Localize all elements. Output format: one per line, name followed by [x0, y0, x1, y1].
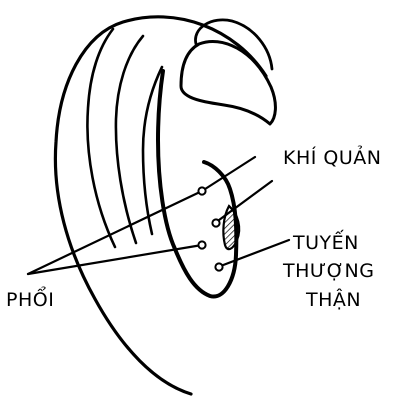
second-inner-line — [116, 36, 143, 243]
ear-outline-group — [55, 17, 275, 394]
acupoint-tuyen-thuong-than — [215, 263, 222, 270]
label-phoi: PHỔI — [6, 285, 54, 311]
pointer-khi-quan-lower — [215, 181, 272, 223]
acupoint-phoi-lower — [198, 241, 205, 248]
inner-helix-line — [87, 29, 115, 247]
label-khi-quan: KHÍ QUẢN — [283, 144, 381, 169]
pointer-phoi-upper — [28, 191, 202, 274]
acupoint-khi-quan — [212, 219, 219, 226]
acupoint-phoi-upper — [198, 187, 205, 194]
pointer-phoi-lower — [28, 245, 202, 274]
label-than: THẬN — [305, 288, 361, 311]
acupoints — [198, 187, 222, 270]
label-tuyen: TUYẾN — [292, 229, 359, 254]
antihelix-fold — [181, 41, 275, 124]
label-thuong: THƯỢNG — [282, 260, 374, 282]
